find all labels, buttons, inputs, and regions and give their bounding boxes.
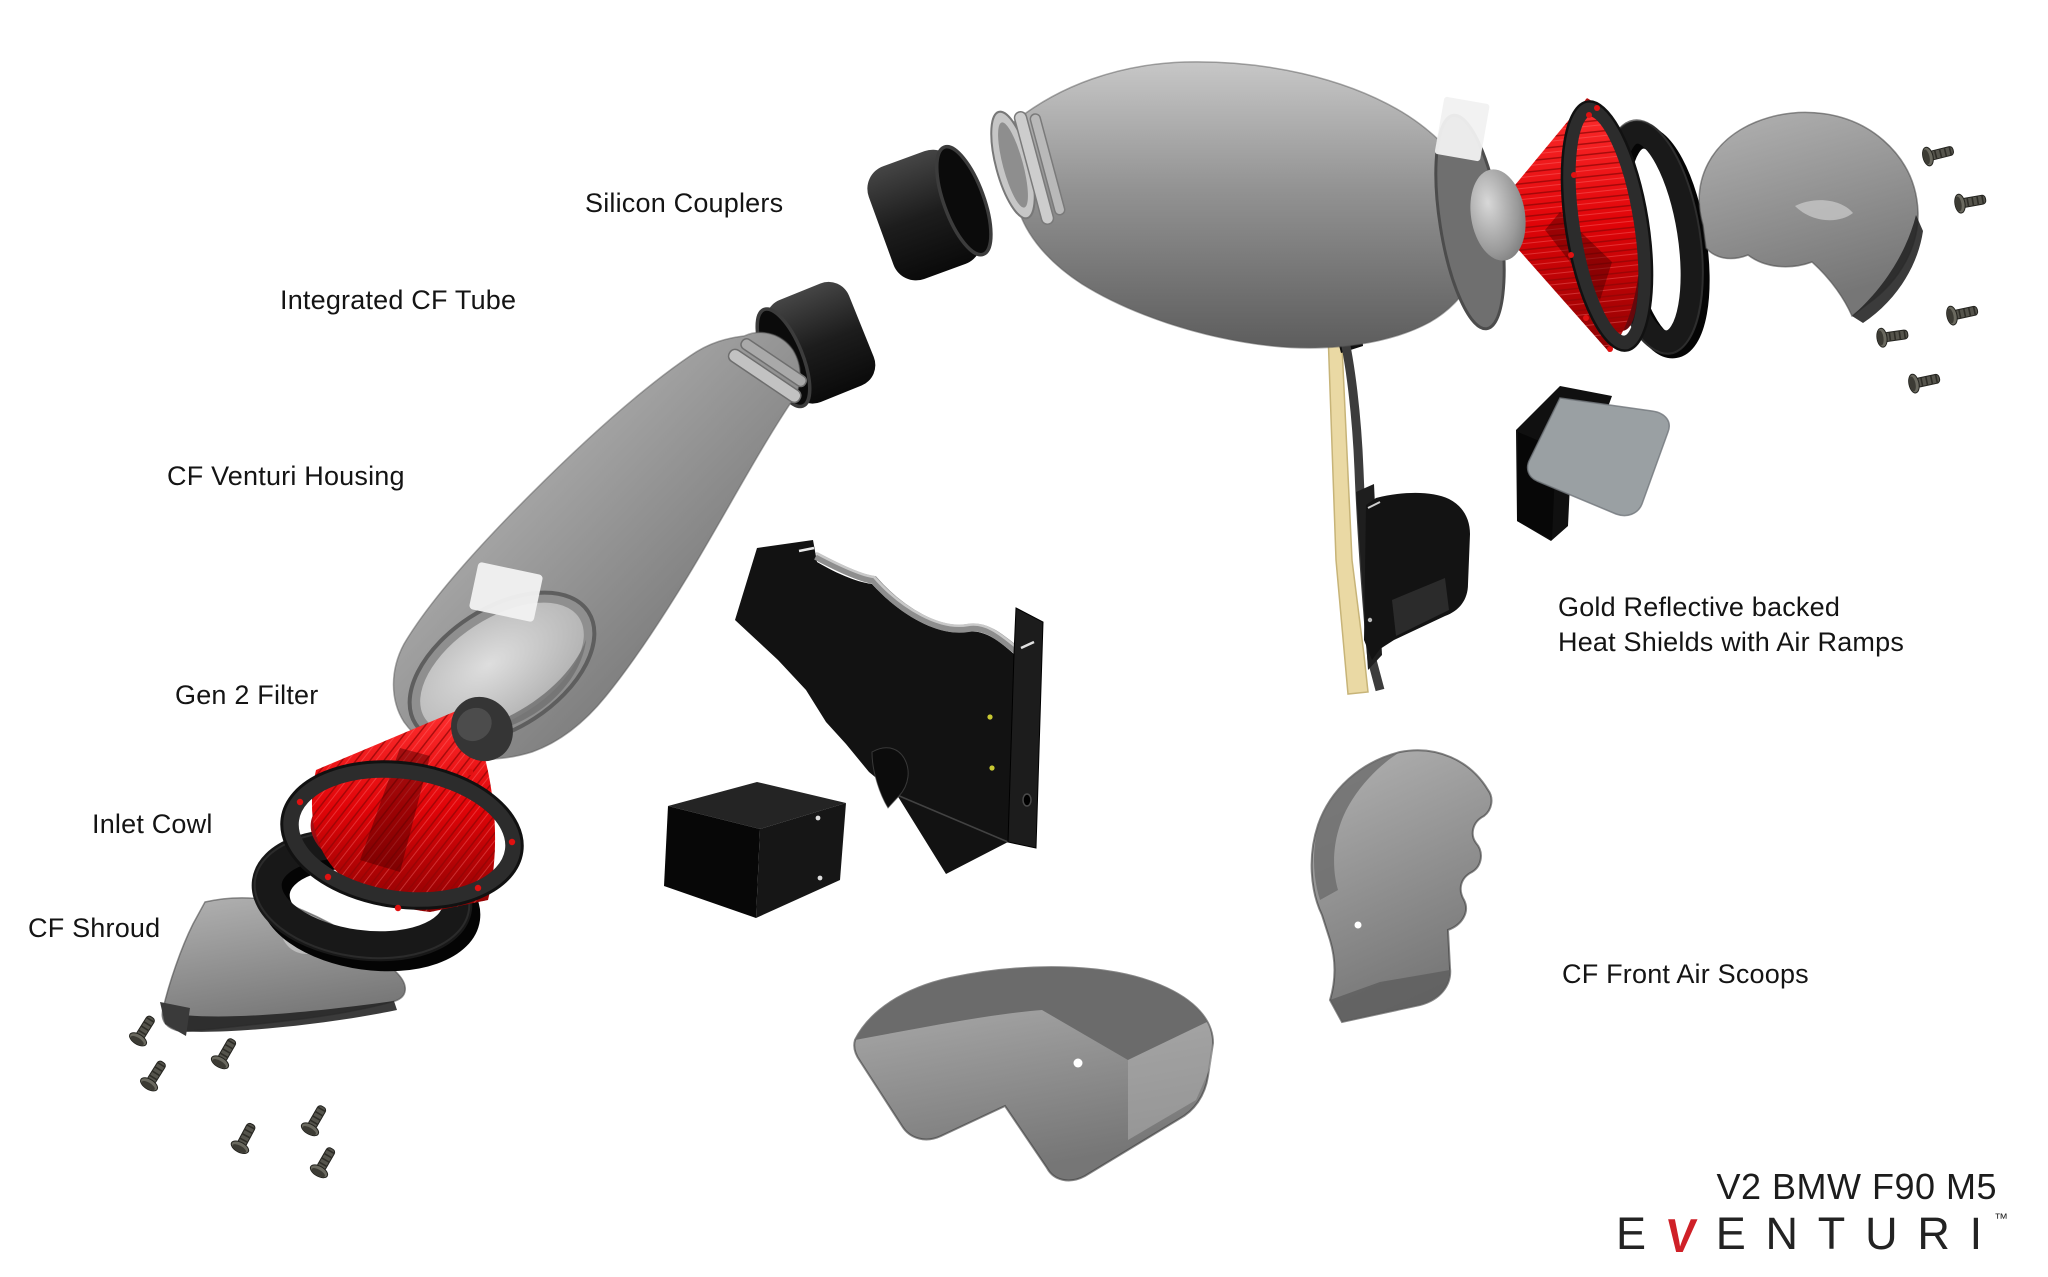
trademark-symbol: ™ <box>1994 1210 2008 1226</box>
mounting-screws-lower <box>126 1011 342 1182</box>
brand-letters-rest: ENTURI <box>1715 1208 2002 1259</box>
housing-sticker-upper <box>1434 96 1490 162</box>
label-cf-front-air-scoops: CF Front Air Scoops <box>1562 959 1809 989</box>
label-gen-2-filter: Gen 2 Filter <box>175 680 319 710</box>
filter-flange-screw-dots-upper <box>1568 105 1613 352</box>
label-heat-shields-line2: Heat Shields with Air Ramps <box>1558 627 1905 658</box>
label-cf-venturi-housing: CF Venturi Housing <box>167 461 405 491</box>
label-cf-shroud: CF Shroud <box>28 913 161 943</box>
model-title: V2 BMW F90 M5 <box>1716 1166 1997 1207</box>
heat-shield-air-ramp-right <box>1516 386 1670 541</box>
label-inlet-cowl: Inlet Cowl <box>92 809 213 839</box>
filter-tip-cap-lower <box>451 696 513 762</box>
cf-shroud-upper <box>1698 111 1923 323</box>
label-integrated-cf-tube: Integrated CF Tube <box>280 285 517 315</box>
front-air-scoop-right <box>1310 749 1493 1024</box>
cf-venturi-housing-lower <box>392 331 808 760</box>
label-silicon-couplers: Silicon Couplers <box>585 188 784 218</box>
silicone-coupler-upper <box>867 144 993 281</box>
gen2-filter-upper <box>1470 98 1654 352</box>
housing-sticker-lower <box>469 562 543 622</box>
gen2-filter-lower <box>280 696 524 912</box>
brand-red-v-icon: V <box>1663 1208 1719 1263</box>
filter-flange-screw-dots <box>296 768 516 912</box>
front-air-scoop-center <box>853 966 1215 1182</box>
brand-letter-e: E <box>1616 1208 1666 1259</box>
cf-tube-flange-upper <box>1013 111 1066 225</box>
filter-tip-cap-upper <box>1470 169 1526 261</box>
air-ramp-bracket-center <box>664 782 846 918</box>
label-heat-shields-line1: Gold Reflective backed <box>1558 592 1841 622</box>
label-heat-shields: Gold Reflective backed Heat Shields with… <box>1558 590 1904 660</box>
cf-tube-flange-lower <box>727 337 808 404</box>
heat-shield-main <box>735 540 1044 874</box>
cf-venturi-housing-upper <box>990 61 1506 349</box>
gold-backed-heat-shield <box>1327 292 1470 695</box>
